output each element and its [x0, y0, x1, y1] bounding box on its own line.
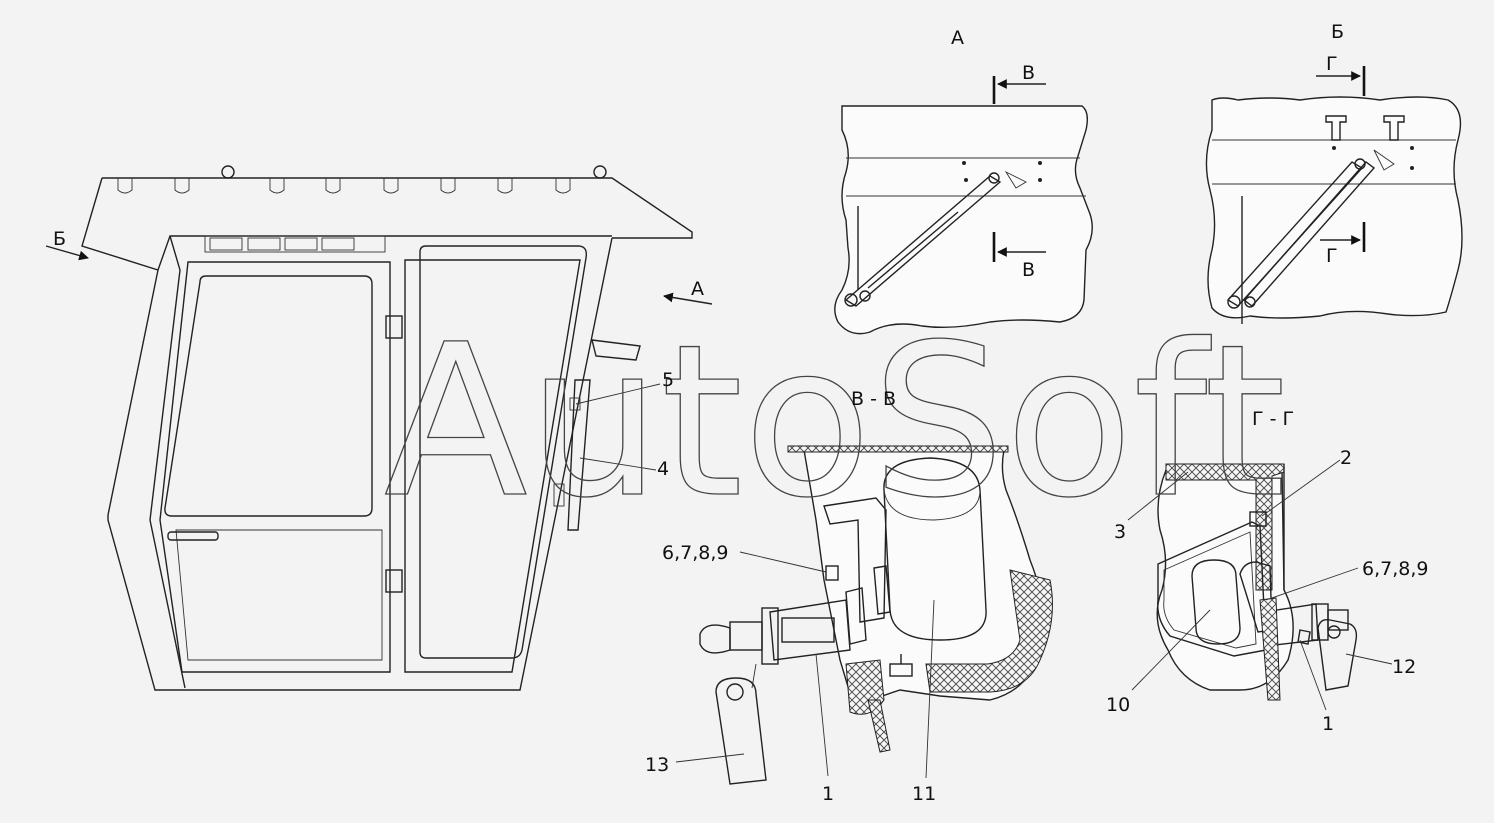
vent-grille	[204, 235, 386, 253]
section-gg-title: Г - Г	[1252, 408, 1294, 430]
view-a-title: А	[951, 27, 964, 49]
side-window-frame	[404, 259, 581, 673]
lever-13	[715, 677, 767, 785]
callout-10: 10	[1106, 694, 1130, 716]
cut-g-bottom-label: Г	[1326, 245, 1338, 267]
cabin-view	[45, 165, 713, 691]
watermark: AutoSoft	[384, 299, 1286, 544]
section-vv	[699, 445, 1053, 785]
callout-5: 5	[662, 369, 674, 391]
callout-13: 13	[645, 754, 669, 776]
cylinder-10	[1191, 559, 1241, 645]
callout-1-right: 1	[1322, 713, 1334, 735]
side-window	[419, 245, 588, 659]
callout-3: 3	[1114, 521, 1126, 543]
callout-4: 4	[657, 458, 669, 480]
cut-v-bottom-label: В	[1022, 259, 1035, 281]
cut-g-top-label: Г	[1326, 53, 1338, 75]
lever-12	[1317, 618, 1358, 691]
callout-2: 2	[1340, 447, 1352, 469]
arrow-a-label: А	[691, 278, 704, 300]
lifting-eye-right	[593, 165, 607, 179]
leader-lines	[575, 383, 1393, 779]
callout-numbers: 5 4 6,7,8,9 13 1 11 2 3 6,7,8,9 10 12 1	[645, 369, 1428, 805]
view-labels: А Б В - В Г - Г А Б В В Г Г	[53, 21, 1344, 430]
view-b-title: Б	[1331, 21, 1344, 43]
door-frame	[159, 261, 391, 673]
lifting-eye-left	[221, 165, 235, 179]
cut-v-top-label: В	[1022, 62, 1035, 84]
callout-11: 11	[912, 783, 936, 805]
callout-6789-right: 6,7,8,9	[1362, 558, 1428, 580]
section-gg	[1156, 463, 1358, 701]
roof-notches	[117, 178, 571, 194]
section-vv-title: В - В	[851, 388, 896, 410]
callout-12: 12	[1392, 656, 1416, 678]
door-handle	[167, 531, 219, 541]
arrow-b-label: Б	[53, 228, 66, 250]
door-window	[164, 275, 373, 517]
view-a-detail	[834, 76, 1093, 335]
view-b-detail	[1205, 66, 1463, 324]
cylinder-11	[883, 457, 987, 641]
callout-1-left: 1	[822, 783, 834, 805]
callout-6789-left: 6,7,8,9	[662, 542, 728, 564]
